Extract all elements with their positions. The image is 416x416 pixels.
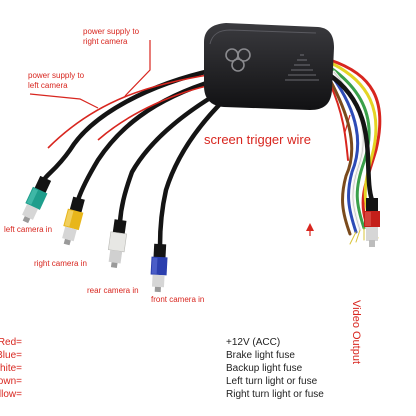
rca-left-camera-green	[18, 175, 53, 225]
rca-rear-camera-white	[106, 219, 129, 269]
legend-key: Blue=	[0, 350, 22, 361]
label-right-camera-in: right camera in	[34, 260, 87, 268]
label-rear-camera-in: rear camera in	[87, 287, 139, 295]
legend-key: Yellow=	[0, 389, 22, 400]
label-screen-trigger-wire: screen trigger wire	[204, 133, 311, 146]
legend-value: Brake light fuse	[226, 350, 295, 361]
label-power-supply-left-camera: power supply to left camera	[28, 71, 84, 91]
legend-key: Green or Brown=	[0, 376, 22, 387]
label-front-camera-in: front camera in	[151, 296, 204, 304]
legend-value: Right turn light or fuse	[226, 389, 324, 400]
legend-value: +12V (ACC)	[226, 337, 280, 348]
label-left-camera-in: left camera in	[4, 226, 52, 234]
arrow-power-left	[30, 94, 98, 108]
legend-value: Backup light fuse	[226, 363, 302, 374]
rca-right-camera-yellow	[59, 196, 87, 247]
rca-front-camera-blue	[150, 244, 168, 293]
control-box	[204, 23, 334, 110]
arrow-power-right	[125, 40, 150, 96]
legend-value: Left turn light or fuse	[226, 376, 317, 387]
label-power-supply-right-camera: power supply to right camera	[83, 27, 139, 47]
legend-key: White=	[0, 363, 22, 374]
label-video-output: Video Output	[350, 300, 361, 368]
legend-key: Red=	[0, 337, 22, 348]
